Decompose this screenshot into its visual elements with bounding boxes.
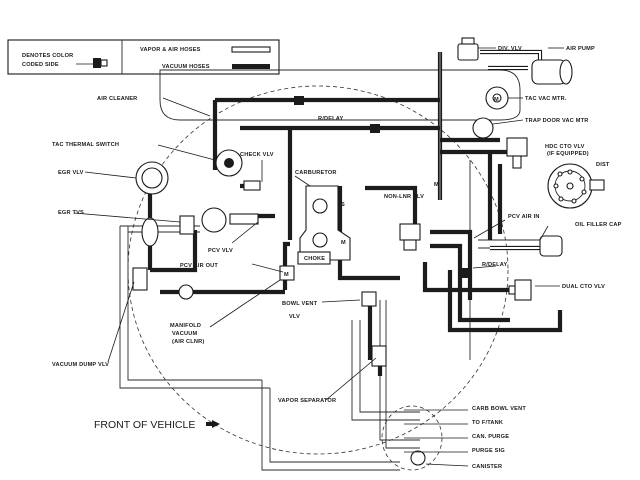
leader-lines: [73, 97, 560, 467]
label-air-cleaner: AIR CLEANER: [97, 96, 137, 102]
label-dual-cto-vlv: DUAL CTO VLV: [562, 284, 605, 290]
label-tac-thermal-switch: TAC THERMAL SWITCH: [52, 142, 119, 148]
label-m-pcv: M: [284, 272, 289, 278]
label-oil-filler-cap: OIL FILLER CAP: [575, 222, 622, 228]
legend-coded-side: CODED SIDE: [22, 62, 59, 68]
legend-vapor-air: VAPOR & AIR HOSES: [140, 47, 201, 53]
label-dist: DIST: [596, 162, 610, 168]
label-can-purge: CAN. PURGE: [472, 434, 509, 440]
non-lnr-hose: [365, 185, 418, 226]
carburetor: [299, 185, 351, 261]
tac-thermal-switch: [215, 149, 243, 177]
egr-valve: [135, 161, 169, 195]
air-cleaner-snorkel: [159, 69, 521, 121]
label-rdelay-top: R/DELAY: [318, 116, 344, 122]
check-valve: [243, 160, 263, 191]
distributor: [547, 163, 605, 209]
label-hdc-if-equipped: (IF EQUIPPED): [547, 151, 589, 157]
vapor-lines: [119, 160, 540, 471]
bowl-vent-valve: [361, 291, 377, 307]
tac-vac-motor: [485, 86, 523, 110]
label-port-m: M: [341, 240, 346, 246]
label-bowl-vent: BOWL VENT: [282, 301, 318, 307]
label-vapor-separator: VAPOR SEPARATOR: [278, 398, 336, 404]
label-tac-vac-mtr: TAC VAC MTR.: [525, 96, 567, 102]
rdelay-top-valve: [294, 96, 380, 133]
vacuum-dump-valve: [132, 267, 194, 300]
label-port-s: S: [341, 202, 345, 208]
label-vacuum: VACUUM: [172, 331, 197, 337]
trap-door-motor: [472, 117, 524, 139]
label-m-carb: M: [434, 182, 439, 188]
pcv-motor: [279, 265, 295, 281]
vapor-separator: [371, 345, 387, 367]
label-carb-bowl-vent: CARB BOWL VENT: [472, 406, 526, 412]
coded-connector-icon: [76, 58, 108, 68]
label-rdelay-right: R/DELAY: [482, 262, 508, 268]
label-front-of-vehicle: FRONT OF VEHICLE: [94, 419, 195, 431]
egr-tvs: [141, 215, 195, 247]
label-carburetor: CARBURETOR: [295, 170, 337, 176]
label-to-ftank: TO F/TANK: [472, 420, 503, 426]
label-canister: CANISTER: [472, 464, 502, 470]
label-hdc-cto-vlv: HDC CTO VLV: [545, 144, 585, 150]
oil-filler-cap: [539, 235, 563, 257]
non-linear-valve: [399, 223, 421, 251]
label-purge-sig: PURGE SIG: [472, 448, 505, 454]
hdc-cto-valve: [506, 137, 528, 169]
front-arrow-icon: [206, 420, 220, 428]
pcv-valve: [201, 207, 259, 233]
air-pump: [531, 47, 573, 85]
choke: [297, 251, 331, 265]
label-div-vlv: DIV. VLV: [498, 46, 522, 52]
label-trap-door: TRAP DOOR VAC MTR: [525, 118, 588, 124]
label-pcv-vlv: PCV VLV: [208, 248, 233, 254]
label-check-vlv: CHECK VLV: [240, 152, 274, 158]
dual-cto-valve: [508, 279, 532, 301]
label-pcv-air-in: PCV AIR IN: [508, 214, 540, 220]
label-non-lnr-vlv: NON-LNR VLV: [384, 194, 424, 200]
label-air-pump: AIR PUMP: [566, 46, 595, 52]
legend-vacuum: VACUUM HOSES: [162, 64, 210, 70]
label-bowl-vent-vlv: VLV: [289, 314, 300, 320]
label-pcv-air-out: PCV AIR OUT: [180, 263, 218, 269]
legend-vacuum-swatch: [232, 64, 270, 69]
label-egr-vlv: EGR VLV: [58, 170, 84, 176]
label-m-tac: M: [494, 97, 499, 103]
label-egr-tvs: EGR TVS: [58, 210, 84, 216]
legend: DENOTES COLOR CODED SIDE VAPOR & AIR HOS…: [7, 39, 280, 75]
air-cleaner-outline: [127, 85, 509, 455]
label-air-clnr: (AIR CLNR): [172, 339, 204, 345]
div-valve: [457, 37, 496, 61]
rdelay-right-valve: [458, 268, 470, 278]
label-manifold: MANIFOLD: [170, 323, 201, 329]
label-vacuum-dump-vlv: VACUUM DUMP VLV: [52, 362, 109, 368]
legend-vapor-air-swatch: [231, 46, 271, 53]
label-choke: CHOKE: [304, 256, 325, 262]
legend-denotes-color: DENOTES COLOR: [22, 53, 73, 59]
